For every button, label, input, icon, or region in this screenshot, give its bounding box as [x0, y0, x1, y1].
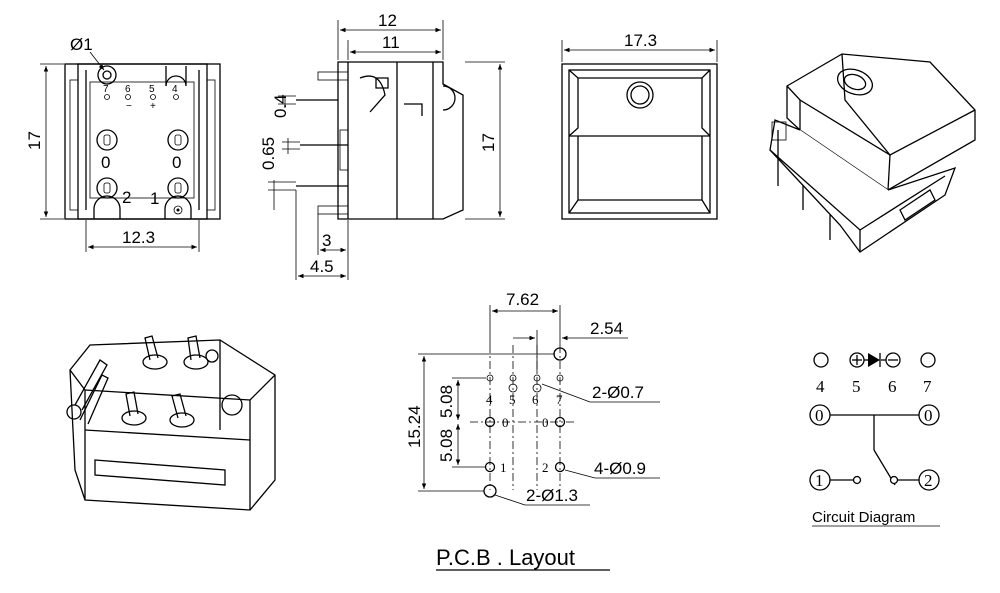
pcb-pin-4: 4 [486, 392, 493, 407]
circuit-diagram: 4 5 6 7 0 0 1 2 Circuit Diagram [809, 352, 940, 527]
top-sign-plus: + [150, 101, 156, 112]
top-width-label: 12.3 [122, 228, 155, 247]
circuit-pin-6: 6 [888, 377, 897, 396]
top-pin-4: 4 [172, 84, 178, 95]
top-sign-minus: − [126, 101, 132, 112]
pcb-row-upper-label: 5.08 [437, 385, 456, 418]
top-contact-left: 0 [101, 153, 110, 172]
top-pin-7: 7 [103, 84, 109, 95]
pcb-center-right: 0 [542, 415, 549, 430]
circuit-terminal-1: 1 [815, 471, 824, 490]
pcb-hole-medium-label: 4-Ø0.9 [594, 459, 646, 478]
isometric-view-top [769, 53, 976, 253]
pcb-led-offset-label: 2.54 [590, 319, 623, 338]
circuit-pin-4: 4 [816, 377, 825, 396]
pcb-terminal-1: 1 [500, 460, 507, 475]
circuit-pin-5: 5 [852, 377, 861, 396]
pcb-layout-title: P.C.B . Layout [436, 545, 575, 570]
side-pin-thickness-label: 0.4 [271, 94, 290, 118]
top-terminal-1: 1 [150, 189, 159, 208]
circuit-pin-7: 7 [923, 377, 932, 396]
front-view: 17.3 [561, 31, 718, 220]
circuit-common-right: 0 [924, 406, 933, 425]
side-pin-width-label: 0.65 [259, 137, 278, 170]
pcb-pin-7: 7 [556, 392, 563, 407]
side-view: 12 11 0.4 0.65 17 3 4.5 [259, 11, 505, 280]
front-width-label: 17.3 [624, 31, 657, 50]
pcb-hole-large-label: 2-Ø1.3 [526, 486, 578, 505]
pcb-center-left: 0 [502, 415, 509, 430]
circuit-common-left: 0 [815, 406, 824, 425]
top-contact-right: 0 [172, 153, 181, 172]
top-terminal-2: 2 [122, 188, 131, 207]
circuit-diagram-caption: Circuit Diagram [812, 509, 915, 526]
circuit-terminal-2: 2 [924, 471, 933, 490]
isometric-view-bottom [66, 335, 276, 511]
pcb-terminal-2: 2 [542, 460, 549, 475]
pcb-pin-6: 6 [532, 392, 539, 407]
top-pin-5: 5 [149, 84, 155, 95]
top-view: 7 6 5 4 − + 0 0 2 1 17 Ø1 12.3 [25, 35, 221, 252]
side-pin-extent-label: 4.5 [310, 257, 334, 276]
top-height-label: 17 [25, 131, 44, 150]
side-total-width-label: 12 [378, 11, 397, 30]
top-pin-6: 6 [125, 84, 131, 95]
pcb-layout: 4 5 6 7 0 0 1 2 7.62 2.54 15.24 5.08 5.0… [405, 290, 660, 571]
pcb-pin-5: 5 [509, 392, 516, 407]
pcb-hole-small-label: 2-Ø0.7 [592, 383, 644, 402]
pcb-pitch-label: 7.62 [506, 290, 539, 309]
top-hole-label: Ø1 [70, 35, 93, 54]
side-height-label: 17 [479, 133, 498, 152]
pcb-height-label: 15.24 [405, 405, 424, 448]
led-icon [868, 353, 880, 367]
side-offset-label: 3 [322, 231, 331, 250]
pcb-row-lower-label: 5.08 [437, 429, 456, 462]
side-body-width-label: 11 [382, 33, 400, 52]
